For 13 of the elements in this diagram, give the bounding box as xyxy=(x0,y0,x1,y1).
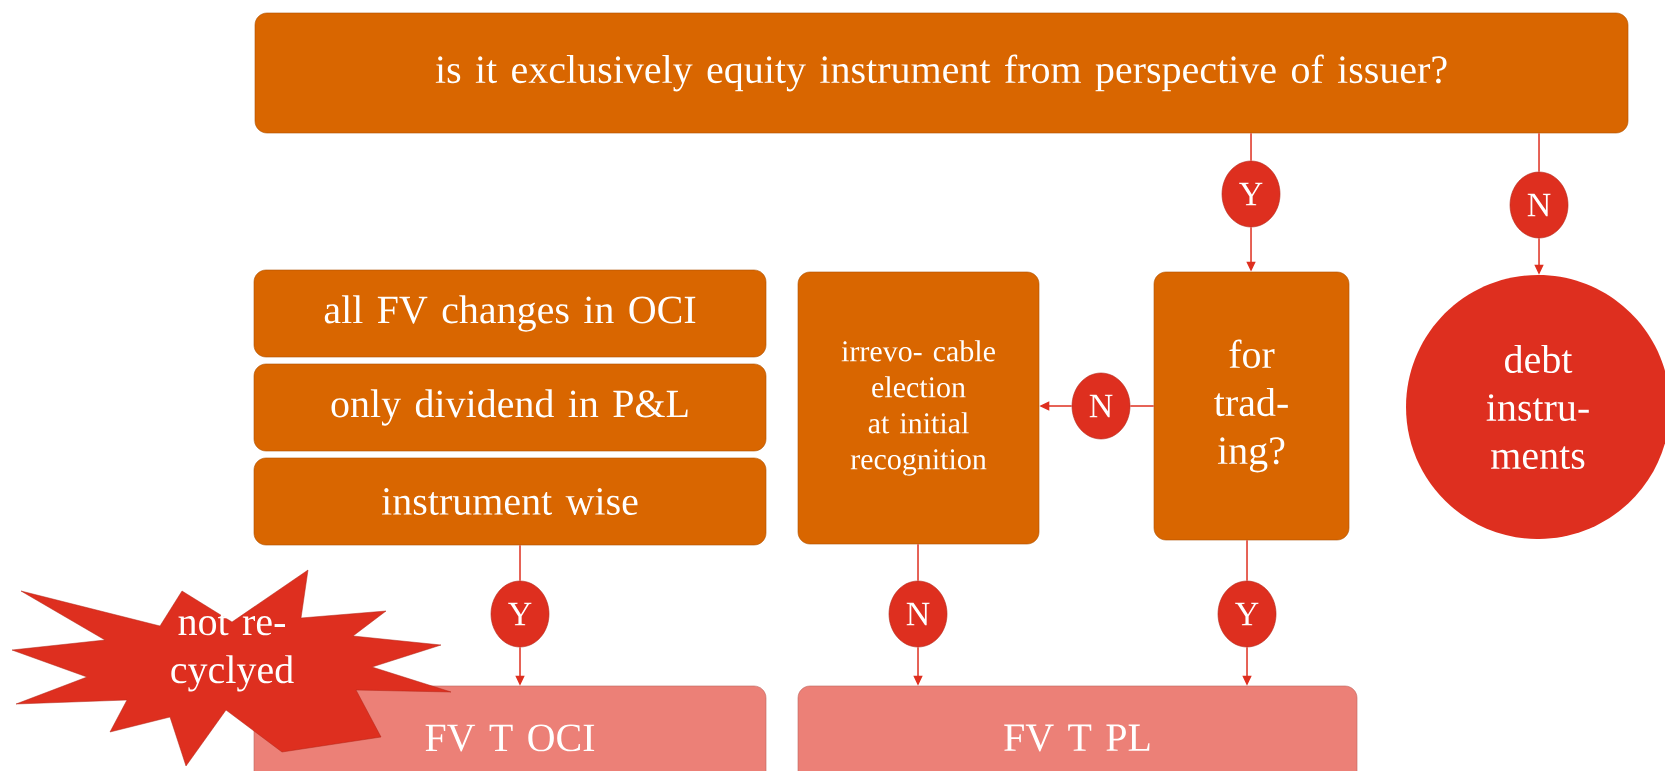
connector-line xyxy=(917,543,919,582)
process-box: all FV changes in OCI xyxy=(253,269,767,358)
process-box: only dividend in P&L xyxy=(253,363,767,452)
connector-line xyxy=(1246,539,1248,582)
connector-line xyxy=(1129,405,1155,407)
result-box: FV T PL xyxy=(797,685,1358,771)
connector-line xyxy=(1538,132,1540,173)
process-box: instrument wise xyxy=(253,457,767,546)
connector-line xyxy=(1250,132,1252,162)
question-box: for trad- ing? xyxy=(1153,271,1350,541)
question-box: is it exclusively equity instrument from perspective of issuer? xyxy=(254,12,1629,134)
question-box: irrevo- cable election at initial recognition xyxy=(797,271,1040,545)
connector-line xyxy=(519,544,521,582)
